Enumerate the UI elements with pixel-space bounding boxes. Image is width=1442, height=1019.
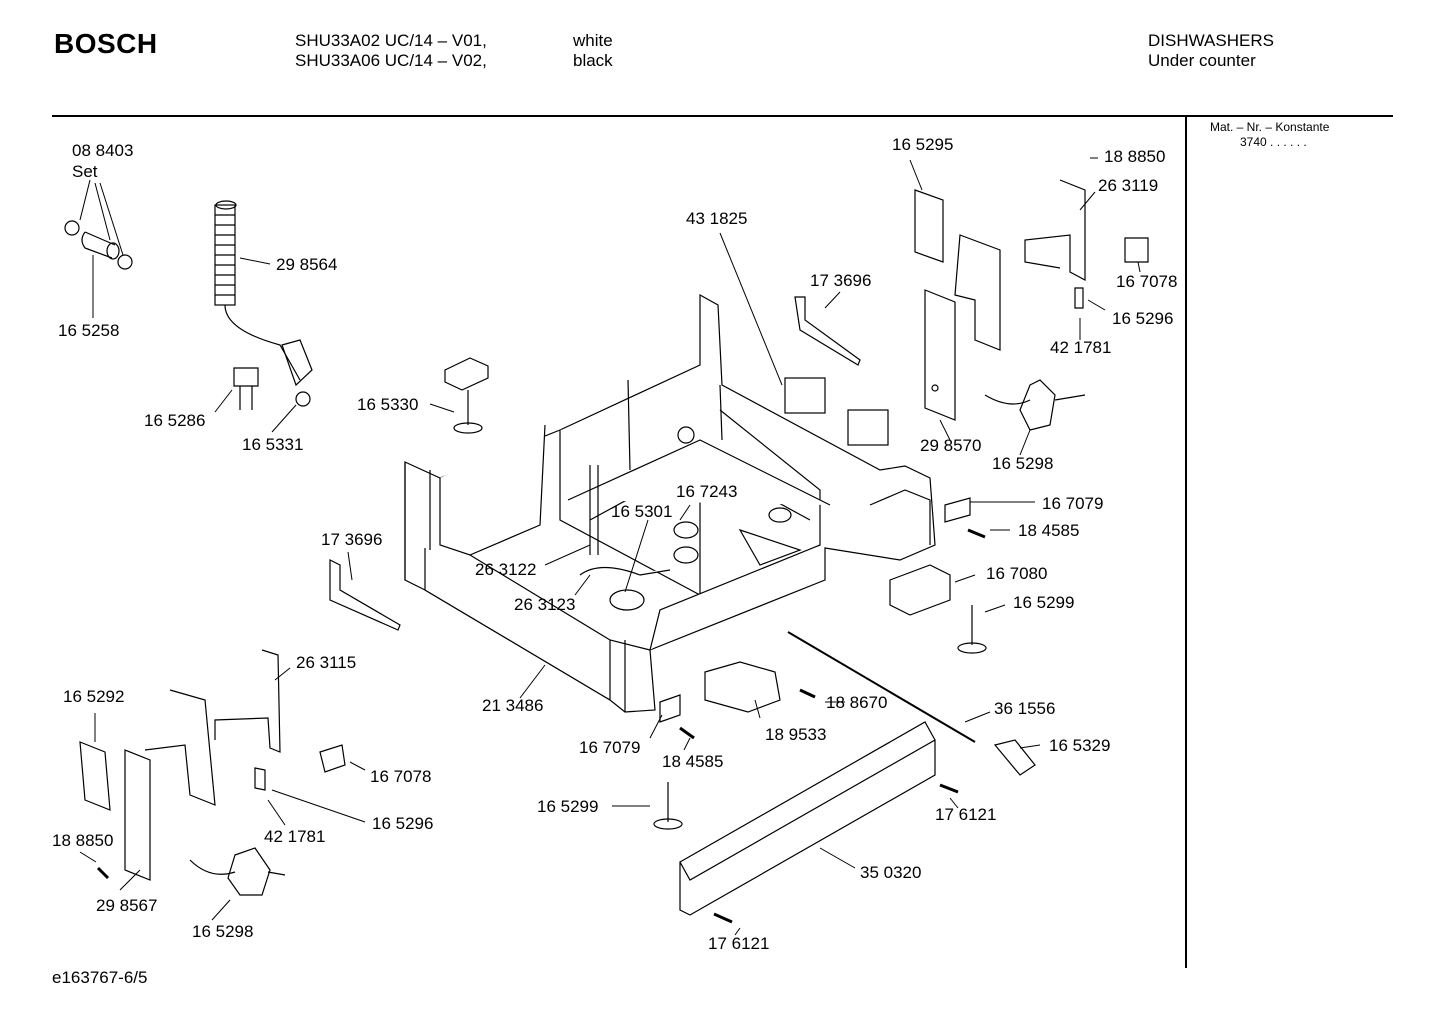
- hose-clamp-set-drawing: [64, 220, 133, 270]
- model-line-1: SHU33A02 UC/14 – V01,: [295, 31, 487, 50]
- part-label-176121-right: 17 6121: [935, 805, 997, 824]
- end-cap-drawing: [993, 739, 1036, 776]
- part-label-165292: 16 5292: [63, 687, 125, 706]
- part-label-350320: 35 0320: [860, 863, 922, 882]
- spring-lower-drawing: [329, 559, 401, 631]
- part-label-165329: 16 5329: [1049, 736, 1111, 755]
- hinge-bracket-right-drawing: [914, 179, 1149, 431]
- foot-right-drawing: [957, 605, 987, 654]
- valve-drawing: [704, 661, 781, 713]
- rod-drawing: [787, 631, 976, 743]
- connector-1-drawing: [784, 377, 826, 414]
- connector-2-drawing: [847, 409, 889, 446]
- color-variant-1: white: [573, 31, 613, 50]
- mat-nr-title: Mat. – Nr. – Konstante: [1210, 120, 1330, 134]
- screw-184585b-drawing: [679, 726, 695, 740]
- part-label-298570: 29 8570: [920, 436, 982, 455]
- part-label-431825: 43 1825: [686, 209, 748, 228]
- part-label-188670: 18 8670: [826, 693, 888, 712]
- part-label-167243: 16 7243: [676, 482, 738, 501]
- part-label-188850-upper: 18 8850: [1104, 147, 1166, 166]
- base-tub-drawing: [404, 293, 936, 713]
- part-label-176121-lower: 17 6121: [708, 934, 770, 953]
- part-label-167080: 16 7080: [986, 564, 1048, 583]
- part-label-167078-lower: 16 7078: [370, 767, 432, 786]
- screw-184585a-drawing: [967, 528, 986, 539]
- part-label-165286: 16 5286: [144, 411, 206, 430]
- part-label-173696-lower: 17 3696: [321, 530, 383, 549]
- part-label-184585-right: 18 4585: [1018, 521, 1080, 540]
- part-label-165299-lower: 16 5299: [537, 797, 599, 816]
- part-label-167078-upper: 16 7078: [1116, 272, 1178, 291]
- part-label-set: Set: [72, 162, 98, 181]
- spring-upper-drawing: [794, 296, 861, 366]
- part-label-167079-right: 16 7079: [1042, 494, 1104, 513]
- part-label-361556: 36 1556: [994, 699, 1056, 718]
- mat-nr-value: 3740 . . . . . .: [1240, 135, 1307, 149]
- model-line-2: SHU33A06 UC/14 – V02,: [295, 51, 487, 70]
- part-label-165331: 16 5331: [242, 435, 304, 454]
- screw-176121b-drawing: [713, 912, 733, 924]
- part-label-165295: 16 5295: [892, 135, 954, 154]
- part-label-263119: 26 3119: [1098, 176, 1159, 195]
- part-label-165298-upper: 16 5298: [992, 454, 1054, 473]
- part-label-421781-upper: 42 1781: [1050, 338, 1112, 357]
- part-label-298564: 29 8564: [276, 255, 338, 274]
- part-label-189533: 18 9533: [765, 725, 827, 744]
- category-subtitle: Under counter: [1148, 51, 1256, 70]
- hinge-bracket-left-drawing: [79, 649, 346, 896]
- part-label-165299-right: 16 5299: [1013, 593, 1075, 612]
- part-label-165330: 16 5330: [357, 395, 419, 414]
- part-label-165301: 16 5301: [611, 502, 673, 521]
- clip-drawing: [233, 367, 259, 410]
- brand-logo: BOSCH: [54, 28, 158, 59]
- part-label-165296-lower: 16 5296: [372, 814, 434, 833]
- clip-right-drawing: [944, 497, 971, 523]
- screw-188670-drawing: [799, 688, 816, 699]
- part-label-173696-upper: 17 3696: [810, 271, 872, 290]
- part-label-165298-lower: 16 5298: [192, 922, 254, 941]
- part-label-263122: 26 3122: [475, 560, 537, 579]
- part-label-421781-lower: 42 1781: [264, 827, 326, 846]
- diagram-id: e163767-6/5: [52, 968, 148, 987]
- part-label-165258: 16 5258: [58, 321, 120, 340]
- part-label-184585-lower: 18 4585: [662, 752, 724, 771]
- part-label-188850-lower: 18 8850: [52, 831, 114, 850]
- part-label-213486: 21 3486: [482, 696, 544, 715]
- part-label-167079-lower: 16 7079: [579, 738, 641, 757]
- part-label-298567: 29 8567: [96, 896, 158, 915]
- kick-plate-drawing: [679, 721, 936, 916]
- color-variant-2: black: [573, 51, 613, 70]
- leader-lines: [79, 157, 1141, 936]
- part-label-088403: 08 8403: [72, 141, 134, 160]
- category-title: DISHWASHERS: [1148, 31, 1274, 50]
- drain-hose-drawing: [214, 200, 313, 407]
- foot-lower-drawing: [653, 782, 683, 830]
- screw-188850b-drawing: [96, 866, 110, 880]
- part-label-263123: 26 3123: [514, 595, 576, 614]
- part-label-263115: 26 3115: [296, 653, 357, 672]
- cover-167080-drawing: [889, 564, 951, 616]
- part-label-165296-upper: 16 5296: [1112, 309, 1174, 328]
- foot-upper-drawing: [444, 357, 489, 434]
- clip-lower-drawing: [659, 694, 681, 723]
- screw-176121a-drawing: [939, 783, 959, 794]
